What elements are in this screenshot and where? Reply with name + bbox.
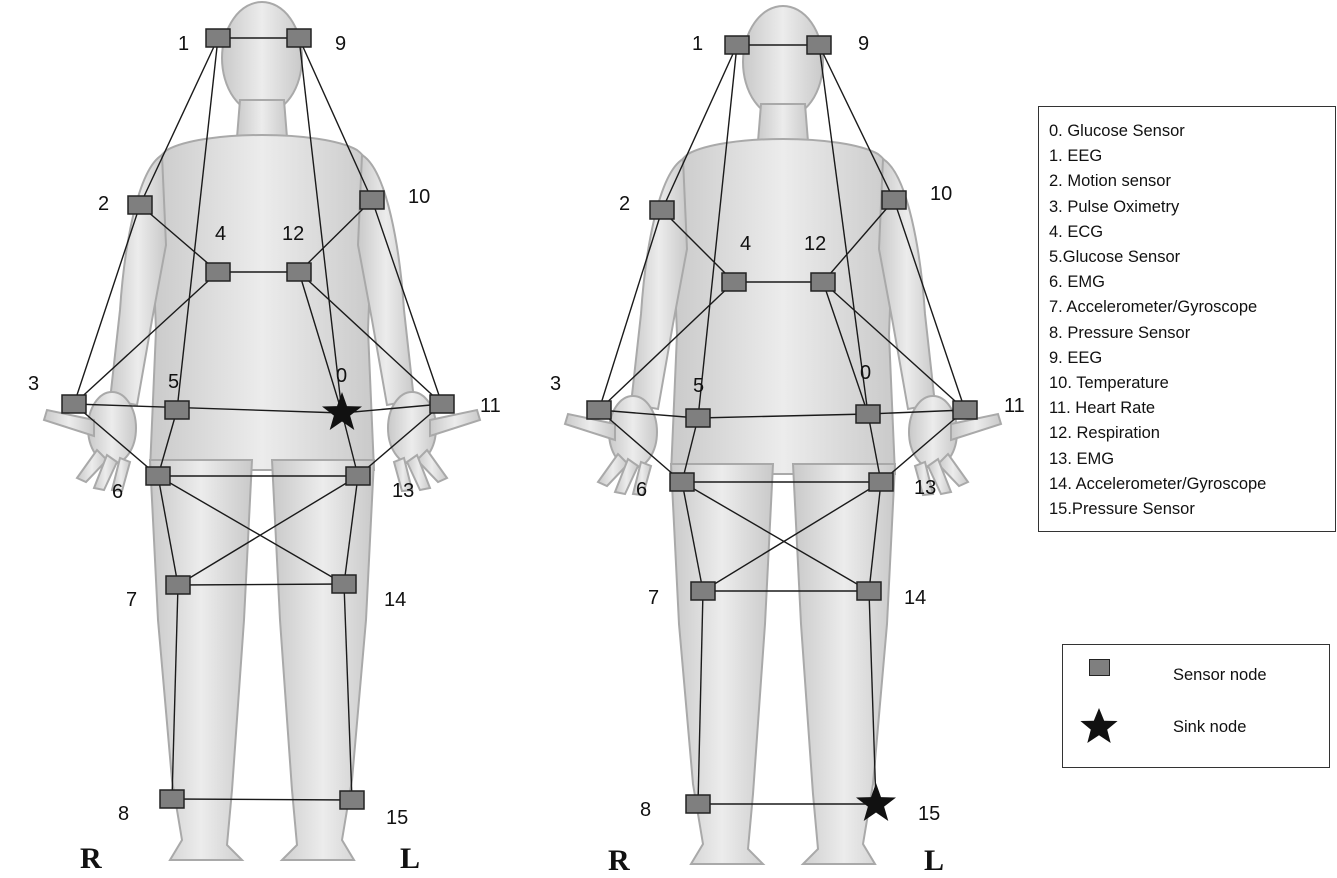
node-label-5: 5 xyxy=(168,371,179,393)
sensor-legend-item: 14. Accelerometer/Gyroscope xyxy=(1049,472,1335,497)
node-label-7: 7 xyxy=(648,587,659,609)
sensor-node-3 xyxy=(587,401,611,419)
sensor-node-12 xyxy=(811,273,835,291)
side-label-left: L xyxy=(400,842,420,875)
sensor-node-5 xyxy=(165,401,189,419)
node-label-12: 12 xyxy=(804,233,826,255)
node-label-6: 6 xyxy=(112,481,123,503)
sensor-legend-item: 9. EEG xyxy=(1049,346,1335,371)
node-label-15: 15 xyxy=(918,803,940,825)
node-label-0: 0 xyxy=(336,365,347,387)
node-label-13: 13 xyxy=(914,477,936,499)
sensor-node-1 xyxy=(725,36,749,54)
sensor-node-11 xyxy=(430,395,454,413)
sensor-legend-item: 2. Motion sensor xyxy=(1049,169,1335,194)
sensor-legend-item: 0. Glucose Sensor xyxy=(1049,119,1335,144)
sensor-node-7 xyxy=(691,582,715,600)
sensor-legend-item: 1. EEG xyxy=(1049,144,1335,169)
sensor-node-8 xyxy=(686,795,710,813)
node-label-10: 10 xyxy=(408,186,430,208)
node-label-8: 8 xyxy=(118,803,129,825)
link-7-14 xyxy=(178,584,344,585)
sensor-node-4 xyxy=(206,263,230,281)
node-label-8: 8 xyxy=(640,799,651,821)
sensor-node-swatch xyxy=(1089,659,1110,676)
sensor-node-9 xyxy=(287,29,311,47)
sensor-legend-item: 3. Pulse Oximetry xyxy=(1049,195,1335,220)
node-label-0: 0 xyxy=(860,362,871,384)
node-label-4: 4 xyxy=(740,233,751,255)
node-label-6: 6 xyxy=(636,479,647,501)
sensor-legend-item: 12. Respiration xyxy=(1049,421,1335,446)
node-label-12: 12 xyxy=(282,223,304,245)
sensor-node-11 xyxy=(953,401,977,419)
side-label-right: R xyxy=(608,844,630,877)
node-label-10: 10 xyxy=(930,183,952,205)
node-label-13: 13 xyxy=(392,480,414,502)
node-label-9: 9 xyxy=(858,33,869,55)
sensor-node-6 xyxy=(146,467,170,485)
sensor-legend-item: 11. Heart Rate xyxy=(1049,396,1335,421)
sensor-legend-item: 7. Accelerometer/Gyroscope xyxy=(1049,295,1335,320)
sensor-node-14 xyxy=(857,582,881,600)
sensor-node-14 xyxy=(332,575,356,593)
node-label-4: 4 xyxy=(215,223,226,245)
node-label-2: 2 xyxy=(619,193,630,215)
sensor-node-2 xyxy=(650,201,674,219)
node-label-3: 3 xyxy=(28,373,39,395)
node-label-5: 5 xyxy=(693,375,704,397)
sensor-legend-item: 6. EMG xyxy=(1049,270,1335,295)
sensor-node-13 xyxy=(869,473,893,491)
sensor-node-3 xyxy=(62,395,86,413)
sink-node-label: Sink node xyxy=(1173,718,1246,737)
link-8-15 xyxy=(172,799,352,800)
node-type-legend: Sensor node Sink node xyxy=(1062,644,1330,768)
sensor-legend-item: 5.Glucose Sensor xyxy=(1049,245,1335,270)
sensor-node-4 xyxy=(722,273,746,291)
sensor-node-15 xyxy=(340,791,364,809)
side-label-right: R xyxy=(80,842,102,875)
sensor-legend: 0. Glucose Sensor 1. EEG 2. Motion senso… xyxy=(1038,106,1336,532)
node-label-7: 7 xyxy=(126,589,137,611)
sensor-node-10 xyxy=(882,191,906,209)
sensor-node-8 xyxy=(160,790,184,808)
node-label-1: 1 xyxy=(178,33,189,55)
sensor-legend-item: 10. Temperature xyxy=(1049,371,1335,396)
sensor-node-2 xyxy=(128,196,152,214)
node-label-3: 3 xyxy=(550,373,561,395)
node-label-11: 11 xyxy=(480,395,501,417)
sensor-node-0 xyxy=(856,405,880,423)
sensor-node-13 xyxy=(346,467,370,485)
node-label-9: 9 xyxy=(335,33,346,55)
sensor-legend-item: 4. ECG xyxy=(1049,220,1335,245)
node-label-11: 11 xyxy=(1004,395,1025,417)
sensor-node-1 xyxy=(206,29,230,47)
node-label-14: 14 xyxy=(384,589,406,611)
sensor-node-label: Sensor node xyxy=(1173,666,1267,685)
node-label-15: 15 xyxy=(386,807,408,829)
node-label-2: 2 xyxy=(98,193,109,215)
side-label-left: L xyxy=(924,844,944,877)
node-label-14: 14 xyxy=(904,587,926,609)
sensor-legend-item: 13. EMG xyxy=(1049,447,1335,472)
sensor-node-7 xyxy=(166,576,190,594)
sensor-node-9 xyxy=(807,36,831,54)
sensor-node-5 xyxy=(686,409,710,427)
sink-node-star-icon xyxy=(1079,707,1119,747)
sensor-node-12 xyxy=(287,263,311,281)
sensor-node-6 xyxy=(670,473,694,491)
body-silhouette-left xyxy=(44,2,480,860)
node-label-1: 1 xyxy=(692,33,703,55)
sensor-legend-item: 8. Pressure Sensor xyxy=(1049,321,1335,346)
sensor-legend-item: 15.Pressure Sensor xyxy=(1049,497,1335,522)
sensor-legend-list: 0. Glucose Sensor 1. EEG 2. Motion senso… xyxy=(1039,107,1335,522)
sensor-node-10 xyxy=(360,191,384,209)
